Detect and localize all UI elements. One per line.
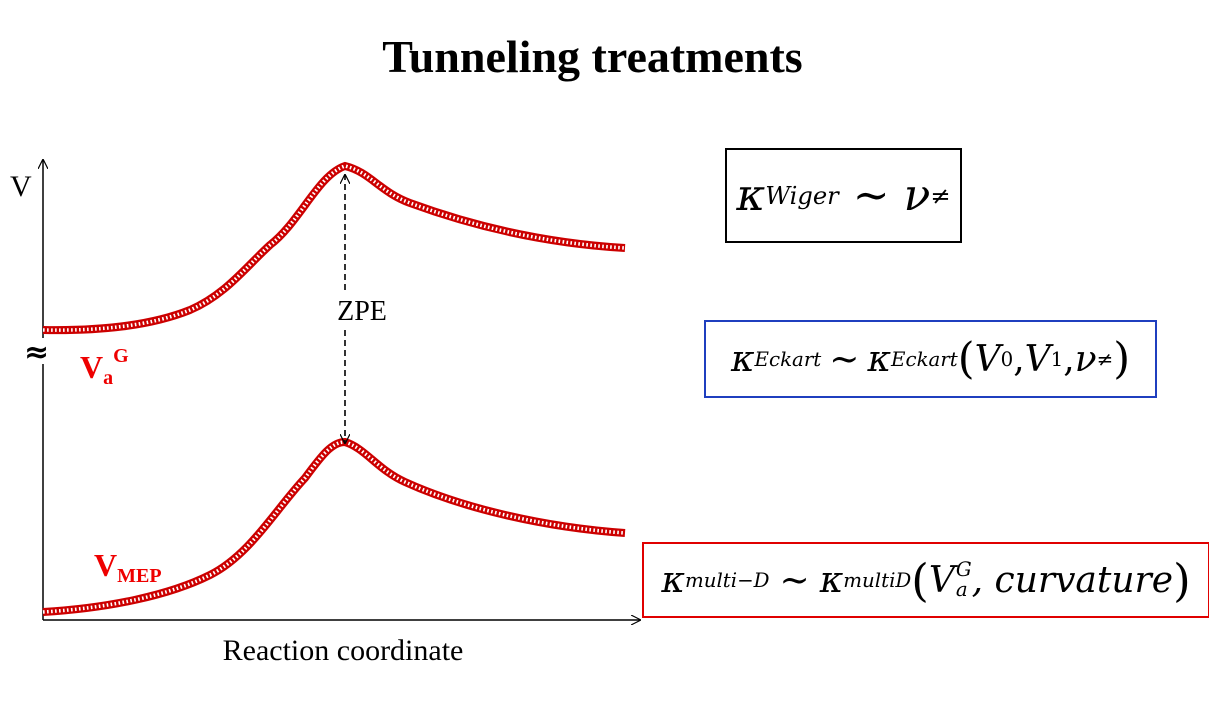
multid-subscript: multi−D — [684, 568, 770, 592]
eckart-subscript: Eckart — [754, 347, 822, 371]
ts-superscript: ≠ — [930, 181, 951, 210]
nu-symbol: ν — [1074, 338, 1097, 380]
kappa-symbol: κ — [730, 338, 755, 380]
axis-break-symbol: ≈ — [24, 335, 49, 370]
similar-symbol: ~ — [829, 338, 860, 380]
upper-curve-vag — [42, 161, 626, 335]
v0-symbol: V — [974, 338, 1001, 380]
kappa-symbol-2: κ — [867, 338, 892, 380]
kappa-symbol-2: κ — [819, 559, 844, 601]
v1-subscript: 1 — [1050, 347, 1064, 371]
kappa-symbol: κ — [661, 559, 685, 601]
zpe-label: ZPE — [337, 296, 387, 327]
similar-symbol: ~ — [779, 559, 810, 601]
similar-symbol: ~ — [852, 170, 890, 221]
upper-curve-dots — [42, 164, 626, 332]
lower-curve-label: VMEP — [94, 547, 162, 587]
close-paren: ) — [1173, 553, 1191, 607]
v0-subscript: 0 — [1000, 347, 1014, 371]
page-title: Tunneling treatments — [382, 31, 803, 82]
comma: , — [1063, 338, 1075, 380]
kappa-symbol: κ — [736, 170, 766, 221]
curvature-text: , curvature — [971, 559, 1174, 601]
ts-superscript: ≠ — [1096, 347, 1114, 371]
open-paren: ( — [911, 553, 929, 607]
upper-curve-label: VaG — [80, 345, 129, 389]
comma: , — [1013, 338, 1025, 380]
axis-break-gap — [33, 338, 53, 364]
lower-curve-vmep — [42, 437, 626, 616]
x-axis-label: Reaction coordinate — [223, 634, 464, 667]
nu-symbol: ν — [903, 170, 931, 221]
multid-subscript-2: multiD — [843, 568, 912, 592]
close-paren: ) — [1113, 334, 1131, 384]
eckart-subscript-2: Eckart — [891, 347, 958, 371]
open-paren: ( — [957, 334, 975, 384]
wigner-subscript: Wiger — [765, 181, 839, 210]
va-subscript: a — [955, 578, 968, 601]
y-axis-label: V — [10, 170, 32, 203]
va-superscript: G — [955, 558, 972, 582]
va-symbol: V — [928, 559, 955, 601]
v1-symbol: V — [1024, 338, 1051, 380]
